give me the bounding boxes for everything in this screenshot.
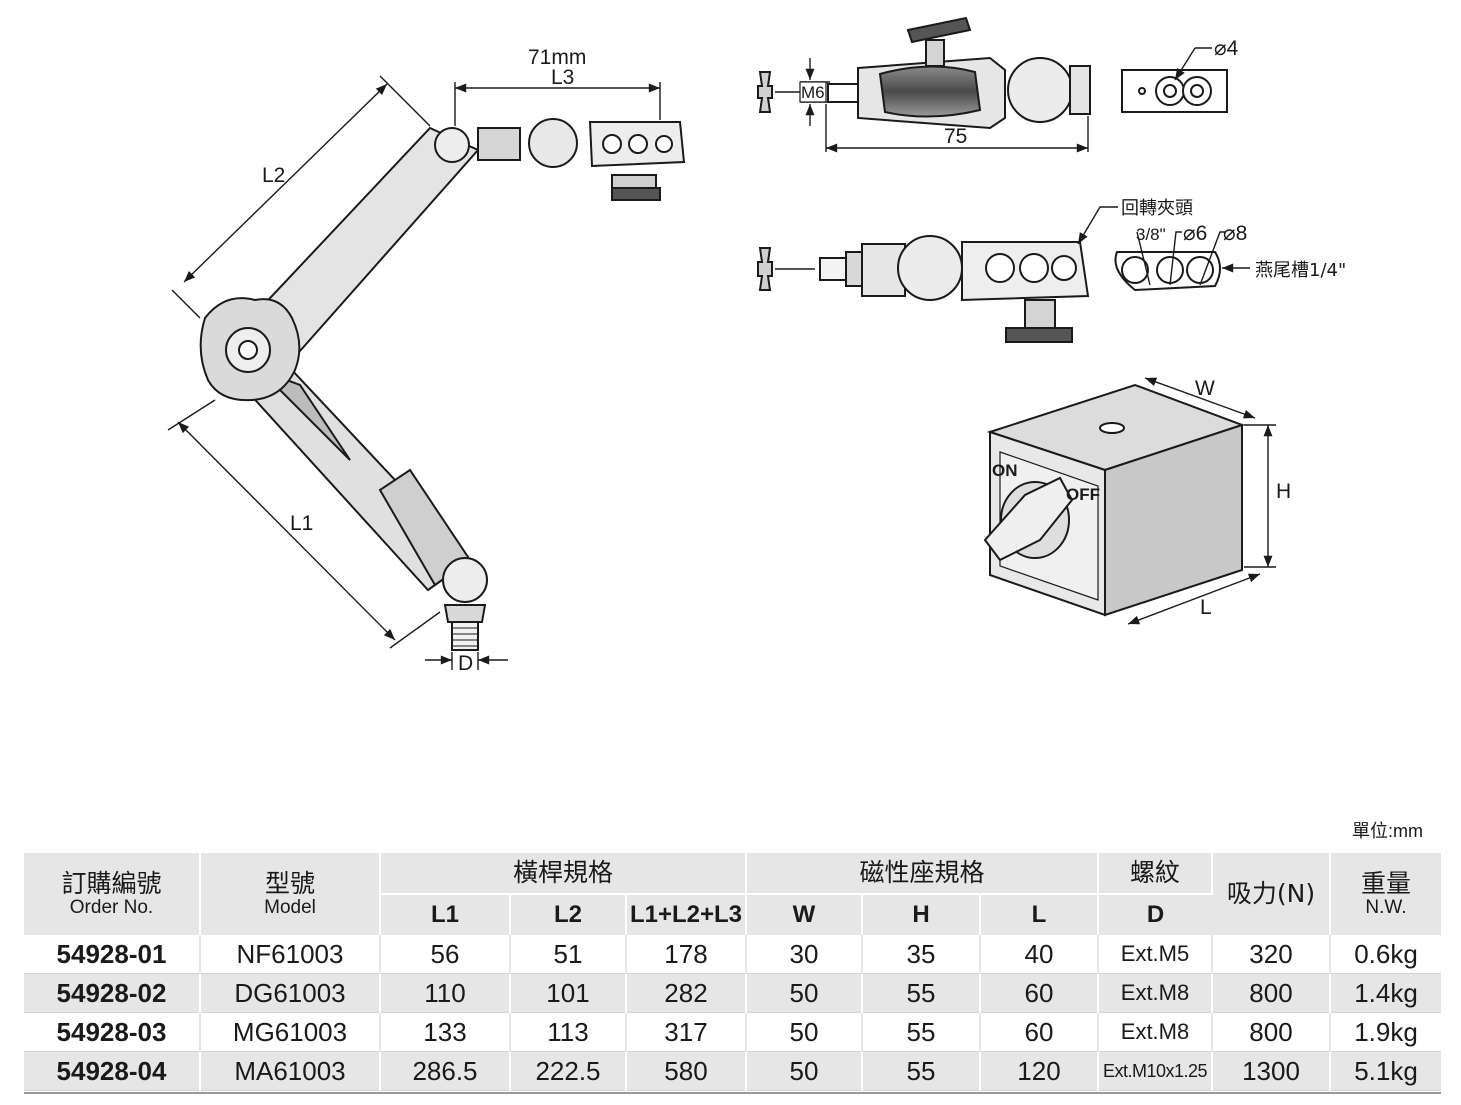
dim-l2-label: L2 bbox=[262, 164, 285, 187]
cell-force: 800 bbox=[1212, 1012, 1331, 1052]
header-d: D bbox=[1098, 894, 1212, 935]
cell-l: 60 bbox=[980, 1012, 1099, 1052]
cell-l: 120 bbox=[980, 1051, 1099, 1091]
cell-weight: 1.4kg bbox=[1330, 973, 1441, 1013]
cell-h: 55 bbox=[862, 1012, 981, 1052]
dim-l-label: L bbox=[1200, 596, 1212, 619]
header-l1: L1 bbox=[380, 894, 511, 935]
cell-total: 580 bbox=[626, 1051, 747, 1091]
cell-d: Ext.M8 bbox=[1098, 1012, 1213, 1052]
header-magnet-spec: 磁性座規格 bbox=[746, 853, 1099, 895]
magnetic-base-dimensions bbox=[1127, 377, 1276, 625]
cell-l2: 113 bbox=[510, 1012, 627, 1052]
cell-weight: 5.1kg bbox=[1330, 1051, 1441, 1091]
header-thread: 螺紋 bbox=[1098, 853, 1213, 895]
cell-l1: 56 bbox=[380, 935, 511, 974]
clamp-side-view bbox=[757, 16, 1228, 130]
dim-71mm-label: 71mm bbox=[528, 46, 586, 69]
header-row-sub: L1 L2 L1+L2+L3 W H L D bbox=[24, 894, 1441, 935]
swivel-clamp-callouts bbox=[1077, 206, 1250, 286]
cell-l: 60 bbox=[980, 973, 1099, 1013]
articulated-arm-figure bbox=[199, 118, 686, 651]
cell-model: MG61003 bbox=[200, 1012, 381, 1052]
cell-order: 54928-02 bbox=[24, 973, 201, 1013]
m6-box bbox=[799, 81, 827, 103]
cell-w: 30 bbox=[746, 935, 863, 974]
table-row: 54928-03 MG61003 133 113 317 50 55 60 Ex… bbox=[24, 1012, 1441, 1052]
table-row: 54928-02 DG61003 110 101 282 50 55 60 Ex… bbox=[24, 973, 1441, 1013]
magnetic-base-figure bbox=[983, 383, 1246, 617]
swivel-clamp-label: 回轉夾頭 bbox=[1121, 198, 1193, 219]
cell-total: 317 bbox=[626, 1012, 747, 1052]
cell-weight: 0.6kg bbox=[1354, 938, 1418, 969]
dovetail-label: 燕尾槽1/4" bbox=[1255, 260, 1346, 281]
off-label: OFF bbox=[1066, 485, 1100, 504]
cell-order: 54928-01 bbox=[24, 935, 201, 974]
m6-label: M6 bbox=[801, 83, 825, 102]
dim-h-label: H bbox=[1276, 480, 1291, 503]
header-w: W bbox=[746, 894, 863, 935]
cell-l1: 133 bbox=[380, 1012, 511, 1052]
cell-d: Ext.M10x1.25 bbox=[1098, 1051, 1213, 1091]
cell-force: 1300 bbox=[1212, 1051, 1331, 1091]
on-label: ON bbox=[992, 461, 1018, 480]
cell-w: 50 bbox=[746, 973, 863, 1013]
cell-total: 178 bbox=[626, 935, 747, 974]
swivel-clamp-view bbox=[757, 235, 1221, 343]
cell-h: 55 bbox=[862, 1051, 981, 1091]
cell-model: DG61003 bbox=[200, 973, 381, 1013]
dim-w-label: W bbox=[1195, 377, 1215, 400]
cell-h: 35 bbox=[862, 935, 981, 974]
cell-d: Ext.M8 bbox=[1098, 973, 1213, 1013]
cell-order: 54928-03 bbox=[24, 1012, 201, 1052]
header-force: 吸力(N) bbox=[1212, 853, 1331, 935]
phi6-label: ⌀6 bbox=[1183, 222, 1207, 245]
cell-force: 800 bbox=[1212, 973, 1331, 1013]
cell-l2: 51 bbox=[510, 935, 627, 974]
dim-l1-label: L1 bbox=[290, 512, 313, 535]
cell-model: MA61003 bbox=[200, 1051, 381, 1091]
header-l: L bbox=[980, 894, 1099, 935]
phi8-label: ⌀8 bbox=[1223, 222, 1247, 245]
cell-w: 50 bbox=[746, 1051, 863, 1091]
header-l2: L2 bbox=[510, 894, 627, 935]
cell-h: 55 bbox=[862, 973, 981, 1013]
cell-l2: 222.5 bbox=[510, 1051, 627, 1091]
header-weight: 重量 N.W. bbox=[1330, 853, 1441, 935]
unit-note: 單位:mm bbox=[1352, 821, 1423, 841]
dim-75-label: 75 bbox=[944, 125, 967, 148]
cell-l1: 286.5 bbox=[380, 1051, 511, 1091]
arm-dimensions bbox=[167, 75, 661, 670]
header-arm-spec: 橫桿規格 bbox=[380, 853, 747, 895]
header-row-top: 訂購編號 Order No. 型號 Model 橫桿規格 磁性座規格 螺紋 吸力… bbox=[24, 853, 1441, 935]
cell-model: NF61003 bbox=[200, 935, 381, 974]
cell-l1: 110 bbox=[380, 973, 511, 1013]
cell-order: 54928-04 bbox=[24, 1051, 201, 1091]
size-3-8-label: 3/8" bbox=[1136, 225, 1166, 244]
spec-table: 訂購編號 Order No. 型號 Model 橫桿規格 磁性座規格 螺紋 吸力… bbox=[24, 853, 1441, 1091]
cell-d: Ext.M5 bbox=[1098, 935, 1213, 974]
table-bottom-rule bbox=[24, 1092, 1441, 1094]
header-h: H bbox=[862, 894, 981, 935]
header-total-length: L1+L2+L3 bbox=[626, 894, 747, 935]
dim-d-label: D bbox=[458, 652, 473, 675]
cell-force: 320 bbox=[1212, 935, 1331, 974]
cell-total: 282 bbox=[626, 973, 747, 1013]
cell-w: 50 bbox=[746, 1012, 863, 1052]
cell-l: 40 bbox=[980, 935, 1099, 974]
phi4-label: ⌀4 bbox=[1214, 37, 1239, 60]
cell-weight: 1.9kg bbox=[1354, 1016, 1418, 1047]
dim-l3-label: L3 bbox=[551, 66, 574, 89]
table-row: 54928-04 MA61003 286.5 222.5 580 50 55 1… bbox=[24, 1051, 1441, 1091]
cell-l2: 101 bbox=[510, 973, 627, 1013]
header-model: 型號 Model bbox=[200, 853, 381, 935]
header-order-no: 訂購編號 Order No. bbox=[24, 853, 201, 935]
table-row: 54928-01 NF61003 56 51 178 30 35 40 Ext.… bbox=[24, 935, 1441, 974]
technical-drawing: 71mm L3 L2 L1 D M6 75 ⌀4 bbox=[167, 16, 1346, 675]
